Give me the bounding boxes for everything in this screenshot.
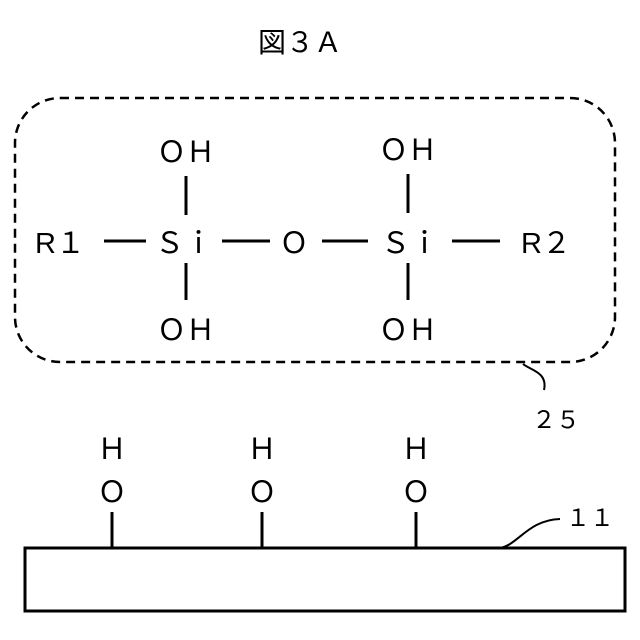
surface-o-1: Ｏ [97,477,126,509]
surface-h-2: Ｈ [247,434,276,466]
o-bridge-label: Ｏ [279,228,308,260]
oh-top-right: ＯＨ [379,135,437,167]
substrate-ref-label: １１ [566,505,614,532]
r1-label: R１ [35,228,85,260]
oh-top-left: ＯＨ [157,137,215,169]
surface-o-3: Ｏ [401,477,430,509]
oh-bottom-left: ＯＨ [157,315,215,347]
surface-h-1: Ｈ [97,434,126,466]
leader-molecule-ref [523,364,545,390]
r2-label: R２ [521,228,571,260]
leader-substrate-ref [500,519,560,548]
molecule-ref-label: ２５ [532,407,580,434]
si-left-label: Ｓｉ [155,228,213,260]
si-right-label: Ｓｉ [381,228,439,260]
surface-h-3: Ｈ [401,434,430,466]
oh-bottom-right: ＯＨ [379,315,437,347]
surface-o-2: Ｏ [247,477,276,509]
substrate-rect [25,548,625,611]
figure-title: 図３Ａ [258,26,342,59]
